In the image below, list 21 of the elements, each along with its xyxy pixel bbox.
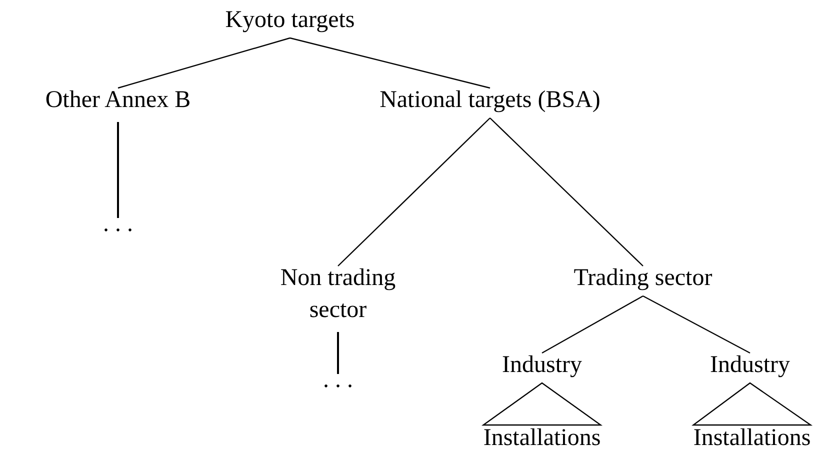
- node-label: National targets (BSA): [380, 86, 600, 115]
- node-label: Kyoto targets: [225, 6, 355, 35]
- node-label: Other Annex B: [45, 86, 191, 115]
- tree-line: [338, 118, 490, 266]
- node-label: . . .: [103, 210, 133, 239]
- node-label: Industry: [710, 351, 790, 380]
- tree-line: [337, 332, 339, 374]
- tree-line: [642, 295, 750, 354]
- node-label: Industry: [502, 351, 582, 380]
- node-label: Installations: [693, 424, 811, 450]
- tree-line: [117, 122, 119, 218]
- subtree-triangle: [692, 382, 813, 426]
- tree-line: [118, 37, 290, 89]
- node-label: Trading sector: [574, 264, 712, 293]
- subtree-triangle: [481, 382, 603, 426]
- tree-line: [290, 37, 490, 89]
- tree-line: [490, 118, 644, 266]
- node-label: Non trading sector: [279, 264, 397, 325]
- node-label: . . .: [323, 366, 353, 395]
- tree-line: [542, 295, 644, 354]
- node-label: Installations: [483, 424, 601, 450]
